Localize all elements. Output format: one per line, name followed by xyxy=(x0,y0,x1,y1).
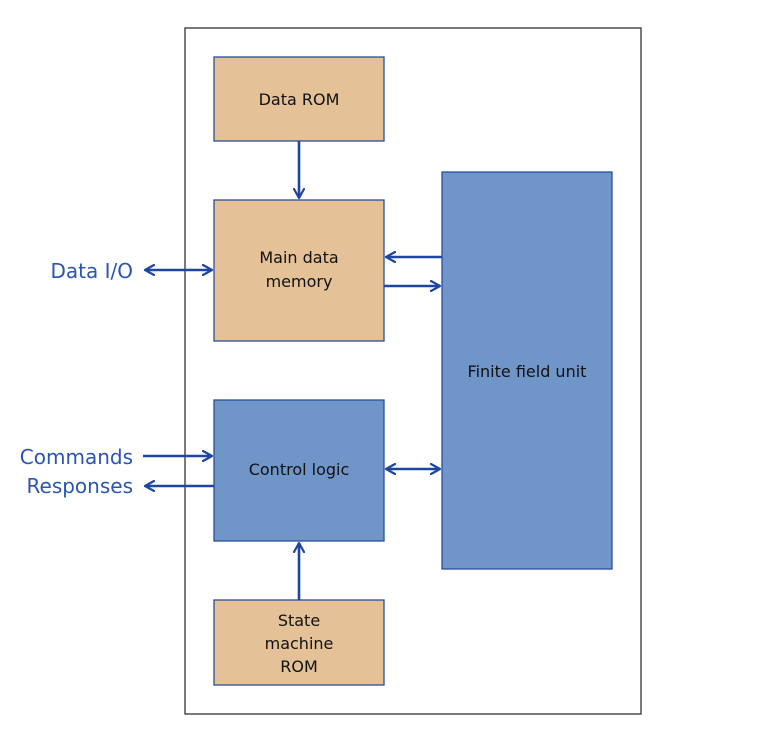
data-io-label: Data I/O xyxy=(51,259,134,283)
main-memory-label-line1: Main data xyxy=(259,248,338,267)
state-rom-label-line2: machine xyxy=(265,634,334,653)
commands-label: Commands xyxy=(20,445,133,469)
state-rom-label-line1: State xyxy=(278,611,320,630)
main-memory-label-line2: memory xyxy=(266,272,333,291)
responses-label: Responses xyxy=(27,474,133,498)
main-data-memory-block: Main data memory xyxy=(213,199,385,342)
state-machine-rom-block: State machine ROM xyxy=(213,599,385,686)
control-logic-label: Control logic xyxy=(249,460,350,479)
state-rom-label-line3: ROM xyxy=(280,657,318,676)
finite-field-unit-block: Finite field unit xyxy=(441,171,613,570)
control-logic-block: Control logic xyxy=(213,399,385,542)
data-rom-block: Data ROM xyxy=(213,56,385,142)
ffu-label: Finite field unit xyxy=(468,362,587,381)
data-rom-label: Data ROM xyxy=(259,90,340,109)
